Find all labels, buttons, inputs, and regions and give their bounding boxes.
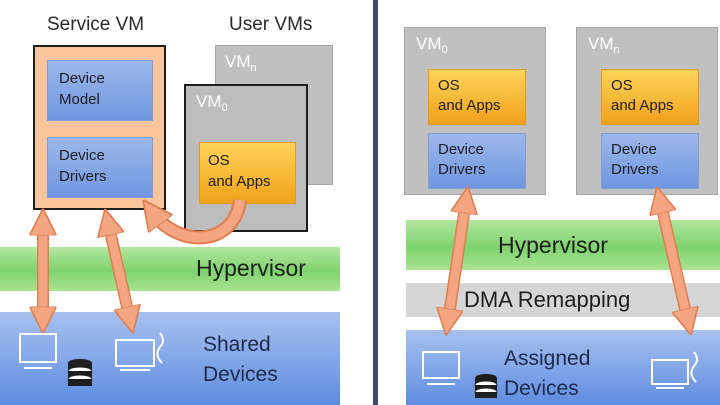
os-apps-label: OS and Apps (208, 152, 271, 190)
monitor-icon (19, 333, 57, 369)
assigned-devices-label: Assigned Devices (504, 347, 591, 400)
stacked-disks-icon (474, 374, 498, 398)
right-os-apps-0-box (428, 69, 526, 125)
os-apps-box (199, 142, 296, 204)
right-hypervisor-label: Hypervisor (498, 232, 608, 258)
user-vm-0-label: VM0 (196, 92, 228, 114)
panel-divider (373, 0, 378, 405)
right-os-apps-n-box (601, 69, 699, 125)
right-vm-0-label: VM0 (416, 34, 448, 56)
right-vm-n-label: VMn (588, 34, 620, 56)
hypervisor-label: Hypervisor (196, 255, 306, 281)
device-plug-icon (115, 332, 164, 371)
device-model-label: Device Model (59, 70, 105, 108)
monitor-icon (422, 351, 460, 385)
double-arrow-right-2 (660, 200, 688, 322)
right-device-drivers-n-label: Device Drivers (611, 141, 659, 178)
double-arrow-left-2 (108, 222, 130, 320)
right-os-apps-0-label: OS and Apps (438, 77, 501, 114)
device-plug-icon (651, 351, 698, 389)
user-vms-title: User VMs (229, 14, 313, 35)
device-drivers-label: Device Drivers (59, 147, 107, 185)
right-os-apps-n-label: OS and Apps (611, 77, 674, 114)
double-arrow-right-1 (448, 200, 466, 322)
service-vm-title: Service VM (47, 14, 145, 35)
shared-devices-label: Shared Devices (203, 333, 278, 386)
hypervisor-band (0, 247, 340, 291)
device-model-box (47, 60, 153, 121)
curved-arrow-os-to-service (152, 200, 247, 245)
stacked-disks-icon (67, 359, 93, 386)
dma-remapping-label: DMA Remapping (464, 287, 631, 312)
user-vm-n-label: VMn (225, 52, 257, 74)
device-drivers-box (47, 137, 153, 198)
right-device-drivers-0-label: Device Drivers (438, 141, 486, 178)
